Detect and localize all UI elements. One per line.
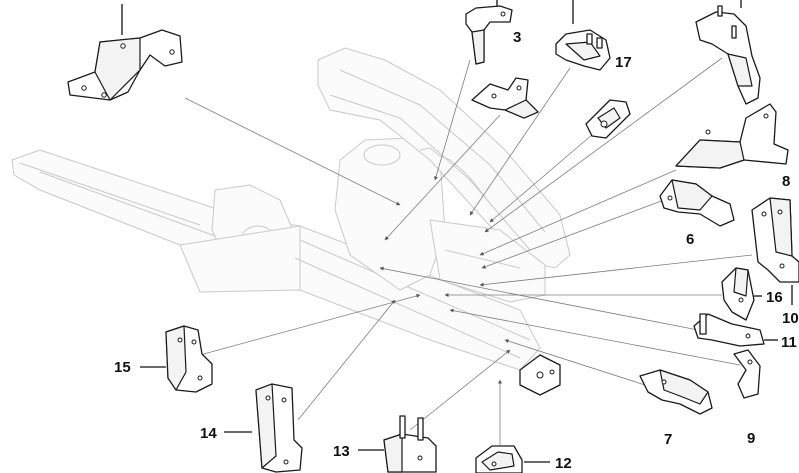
leader-lines [184,57,753,445]
bracket-top-right[interactable] [695,0,761,105]
part-17-clip[interactable] [585,99,631,139]
part-15-bracket[interactable] [140,325,213,393]
callout-16: 16 [766,289,783,306]
bracket-top-right-center[interactable] [555,0,611,71]
callout-14: 14 [200,425,217,442]
part-7-plate[interactable] [639,369,713,415]
part-8-bracket[interactable] [675,103,789,169]
callout-9: 9 [747,430,755,447]
callout-3: 3 [513,29,521,46]
callout-7: 7 [664,431,672,448]
callout-10: 10 [782,310,799,327]
bracket-top-center[interactable] [465,0,513,65]
callout-6: 6 [686,231,694,248]
part-13-bracket[interactable] [358,415,437,473]
callout-13: 13 [333,443,350,460]
bracket-top-left[interactable] [67,4,183,101]
callout-8: 8 [782,173,790,190]
callout-17: 17 [615,54,632,71]
part-3-bracket[interactable] [471,77,539,119]
part-12-bracket[interactable] [475,445,550,473]
part-10-bracket[interactable] [751,197,799,305]
part-16-bracket[interactable] [721,267,762,321]
part-6-bracket[interactable] [659,179,735,227]
callout-labels: 3 17 8 6 16 10 11 7 9 15 14 13 12 [114,29,799,472]
callout-12: 12 [555,455,572,472]
callout-11: 11 [781,334,797,351]
callout-15: 15 [114,359,131,376]
part-14-bracket[interactable] [224,383,303,473]
part-9-clip[interactable] [733,349,761,399]
part-11-bracket[interactable] [693,313,778,347]
